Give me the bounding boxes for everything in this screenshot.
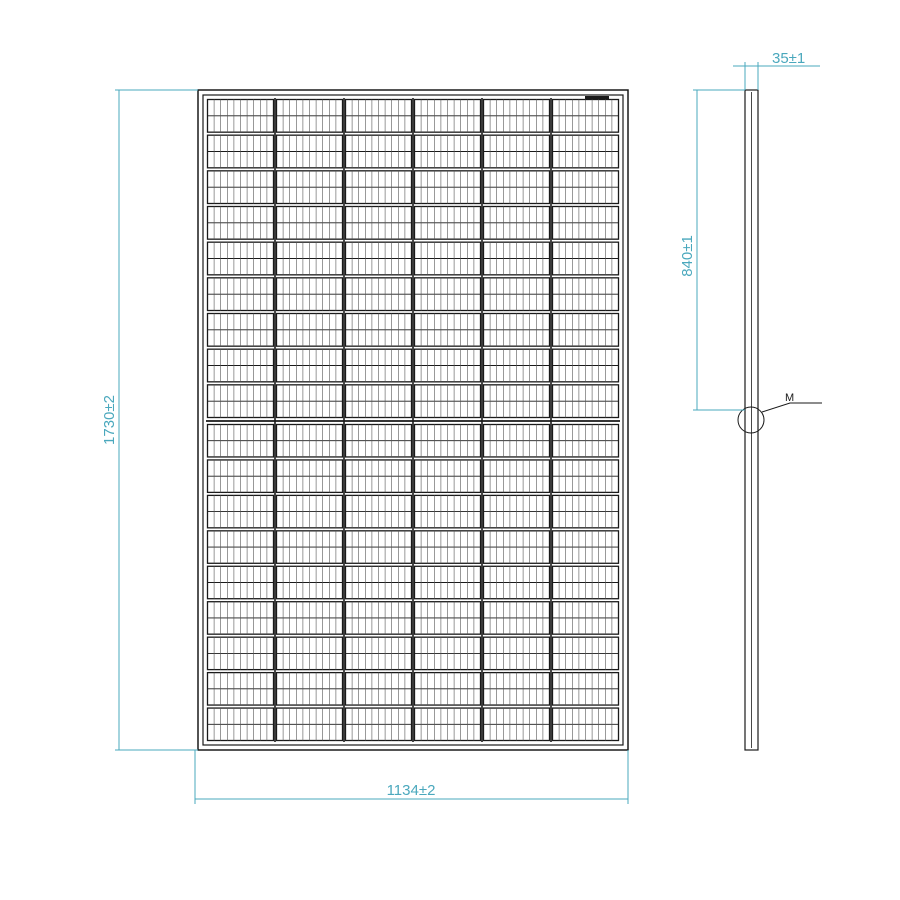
thickness-dimension-label: 35±1 bbox=[772, 50, 805, 67]
cell-grid bbox=[206, 98, 620, 742]
width-dimension bbox=[194, 750, 629, 804]
panel-outer-frame bbox=[197, 89, 629, 751]
detail-marker-label: M bbox=[785, 392, 794, 404]
panel-inner-frame bbox=[202, 94, 624, 746]
panel-front-view bbox=[197, 89, 629, 751]
thickness-dimension bbox=[733, 62, 820, 90]
height-dimension bbox=[115, 89, 198, 751]
junction-box-label bbox=[585, 96, 609, 99]
mounting-dimension bbox=[693, 89, 745, 411]
height-dimension-label: 1730±2 bbox=[101, 395, 118, 445]
mounting-dimension-label: 840±1 bbox=[679, 235, 696, 277]
detail-leader-line bbox=[761, 402, 822, 413]
panel-side-view: M bbox=[737, 89, 822, 751]
width-dimension-label: 1134±2 bbox=[387, 782, 436, 799]
side-frame-outline bbox=[744, 89, 759, 751]
detail-circle bbox=[737, 406, 765, 434]
